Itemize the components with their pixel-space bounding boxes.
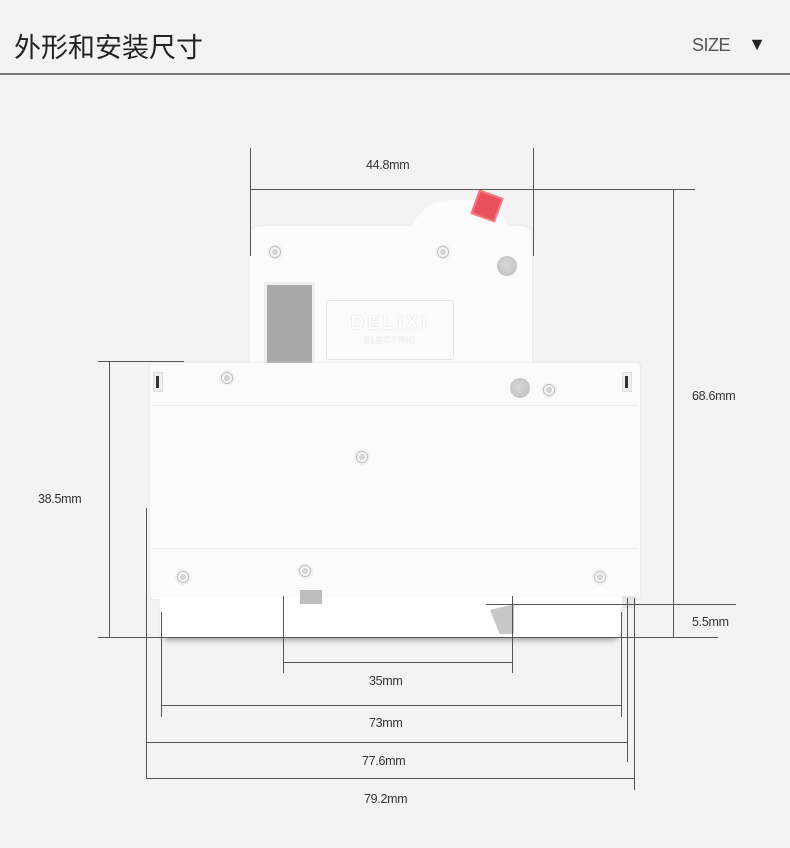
slot-icon (153, 372, 163, 392)
screw-icon (175, 569, 191, 585)
page-title: 外形和安装尺寸 (14, 33, 203, 64)
dim-line (98, 637, 718, 638)
brand-subtitle: ELECTRIC (363, 335, 417, 345)
screw-icon (297, 563, 313, 579)
dim-label-rail-depth: 5.5mm (692, 615, 729, 629)
size-label: SIZE (691, 35, 731, 55)
brand-logo: DELIXI (350, 313, 430, 334)
triangle-down-icon: ▼ (748, 34, 766, 54)
main-body (150, 363, 640, 599)
slot-icon (622, 372, 632, 392)
dim-line (533, 148, 534, 256)
screw-icon (541, 382, 557, 398)
dim-line (146, 778, 635, 779)
dim-line (146, 508, 147, 778)
dim-line (283, 596, 284, 673)
brand-plate: DELIXI ELECTRIC (326, 300, 454, 360)
dim-line (250, 189, 695, 190)
dim-label-rail-width: 35mm (369, 674, 403, 688)
dim-label-width-79-2: 79.2mm (364, 792, 408, 806)
dim-line (673, 189, 674, 637)
screw-icon (219, 370, 235, 386)
dim-line (512, 596, 513, 673)
dim-label-width-73: 73mm (369, 716, 403, 730)
dim-line (109, 361, 110, 638)
dim-line (98, 361, 184, 362)
hole-icon (510, 378, 530, 398)
body-contour-lower (152, 548, 638, 549)
rail-latch (622, 596, 636, 608)
screw-icon (267, 244, 283, 260)
dim-line (621, 612, 622, 717)
body-contour-upper (152, 405, 638, 406)
dim-line (486, 604, 736, 605)
dim-label-top-width: 44.8mm (366, 158, 410, 172)
dim-label-total-height: 68.6mm (692, 389, 736, 403)
dim-label-body-height: 38.5mm (38, 492, 82, 506)
screw-icon (592, 569, 608, 585)
dim-line (161, 612, 162, 717)
hole-icon (497, 256, 517, 276)
dim-line (634, 598, 635, 790)
screw-icon (435, 244, 451, 260)
dim-line (283, 662, 513, 663)
dim-label-width-77-6: 77.6mm (362, 754, 406, 768)
dim-line (146, 742, 628, 743)
header-divider (0, 73, 790, 75)
dim-line (250, 148, 251, 256)
dim-line (161, 705, 622, 706)
page-header: 外形和安装尺寸 SIZE ▼ (0, 0, 790, 74)
rail-latch (300, 590, 322, 604)
dim-line (627, 598, 628, 762)
screw-icon (354, 449, 370, 465)
